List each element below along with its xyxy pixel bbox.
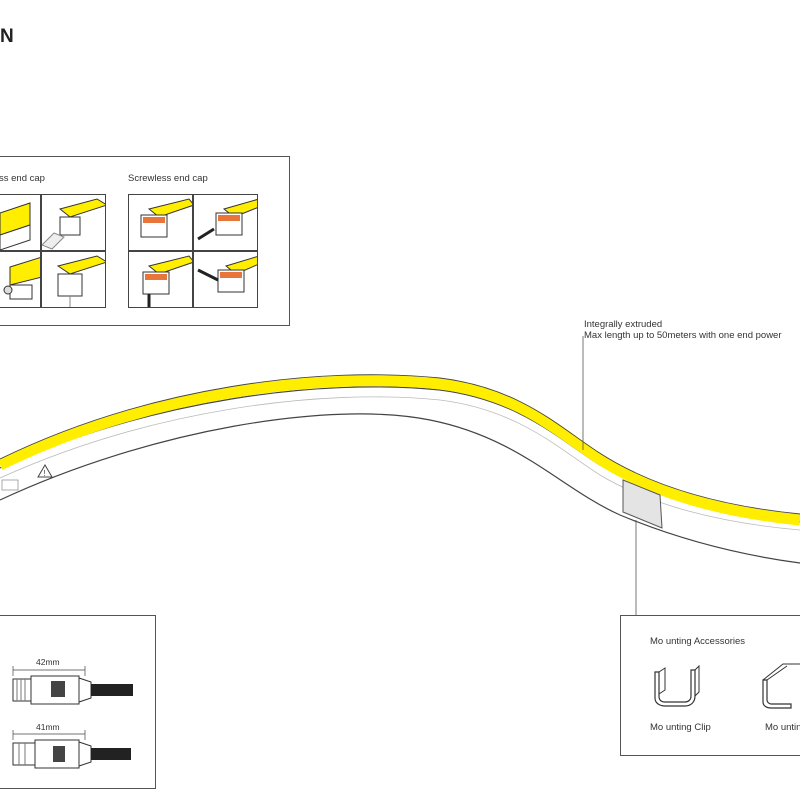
endcap-cell-4 <box>41 251 106 308</box>
warning-icon <box>37 464 53 478</box>
led-emitting-surface <box>0 375 800 526</box>
connector-drawings <box>12 666 133 769</box>
screwless-cell-4 <box>193 251 258 308</box>
endcap-right-label: Screwless end cap <box>128 173 208 184</box>
mounting-channel-label: Mo unting <box>765 722 800 733</box>
svg-text:!: ! <box>44 469 46 478</box>
mounting-channel-icon <box>762 663 800 709</box>
mounting-clip-icon <box>654 664 700 707</box>
accessories-heading: Mo unting Accessories <box>650 636 746 647</box>
strip-body-outline <box>0 413 800 564</box>
connector-top-dimension: 42mm <box>36 657 60 667</box>
endcap-cell-3 <box>0 251 41 308</box>
mounting-clip-label: Mo unting Clip <box>650 722 711 733</box>
annotation-line-1: Integrally extruded <box>584 319 663 330</box>
strip-mounting-clip <box>622 479 663 529</box>
mounting-accessories-panel: Mo unting Accessories Mo unting Clip Mo … <box>620 615 800 756</box>
endcap-left-label: ss end cap <box>0 173 45 184</box>
connector-bottom-dimension: 41mm <box>36 722 60 732</box>
endcap-panel: ss end cap Screwless end cap <box>0 156 290 326</box>
screwless-cell-3 <box>128 251 193 308</box>
annotation-line-2: Max length up to 50meters with one end p… <box>584 330 782 341</box>
screwless-cell-1 <box>128 194 193 251</box>
endcap-cell-1 <box>0 194 41 251</box>
connector-panel: 42mm 41mm <box>0 615 156 789</box>
endcap-cell-2 <box>41 194 106 251</box>
page-title: N <box>0 26 15 47</box>
screwless-cell-2 <box>193 194 258 251</box>
